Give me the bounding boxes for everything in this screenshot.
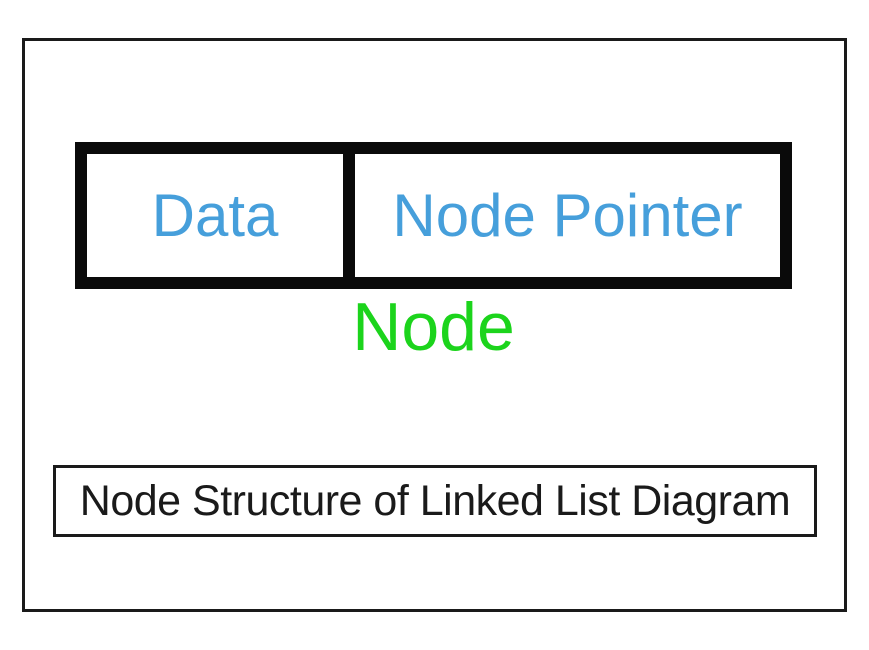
data-cell: Data: [87, 154, 355, 277]
node-caption-label: Node: [75, 289, 792, 365]
node-structure-box: Data Node Pointer: [75, 142, 792, 289]
node-caption-text: Node: [352, 289, 515, 365]
diagram-title-box: Node Structure of Linked List Diagram: [53, 465, 817, 537]
data-cell-label: Data: [151, 182, 279, 249]
node-pointer-cell: Node Pointer: [355, 154, 780, 277]
diagram-title-text: Node Structure of Linked List Diagram: [79, 476, 791, 525]
node-pointer-cell-label: Node Pointer: [392, 182, 743, 249]
